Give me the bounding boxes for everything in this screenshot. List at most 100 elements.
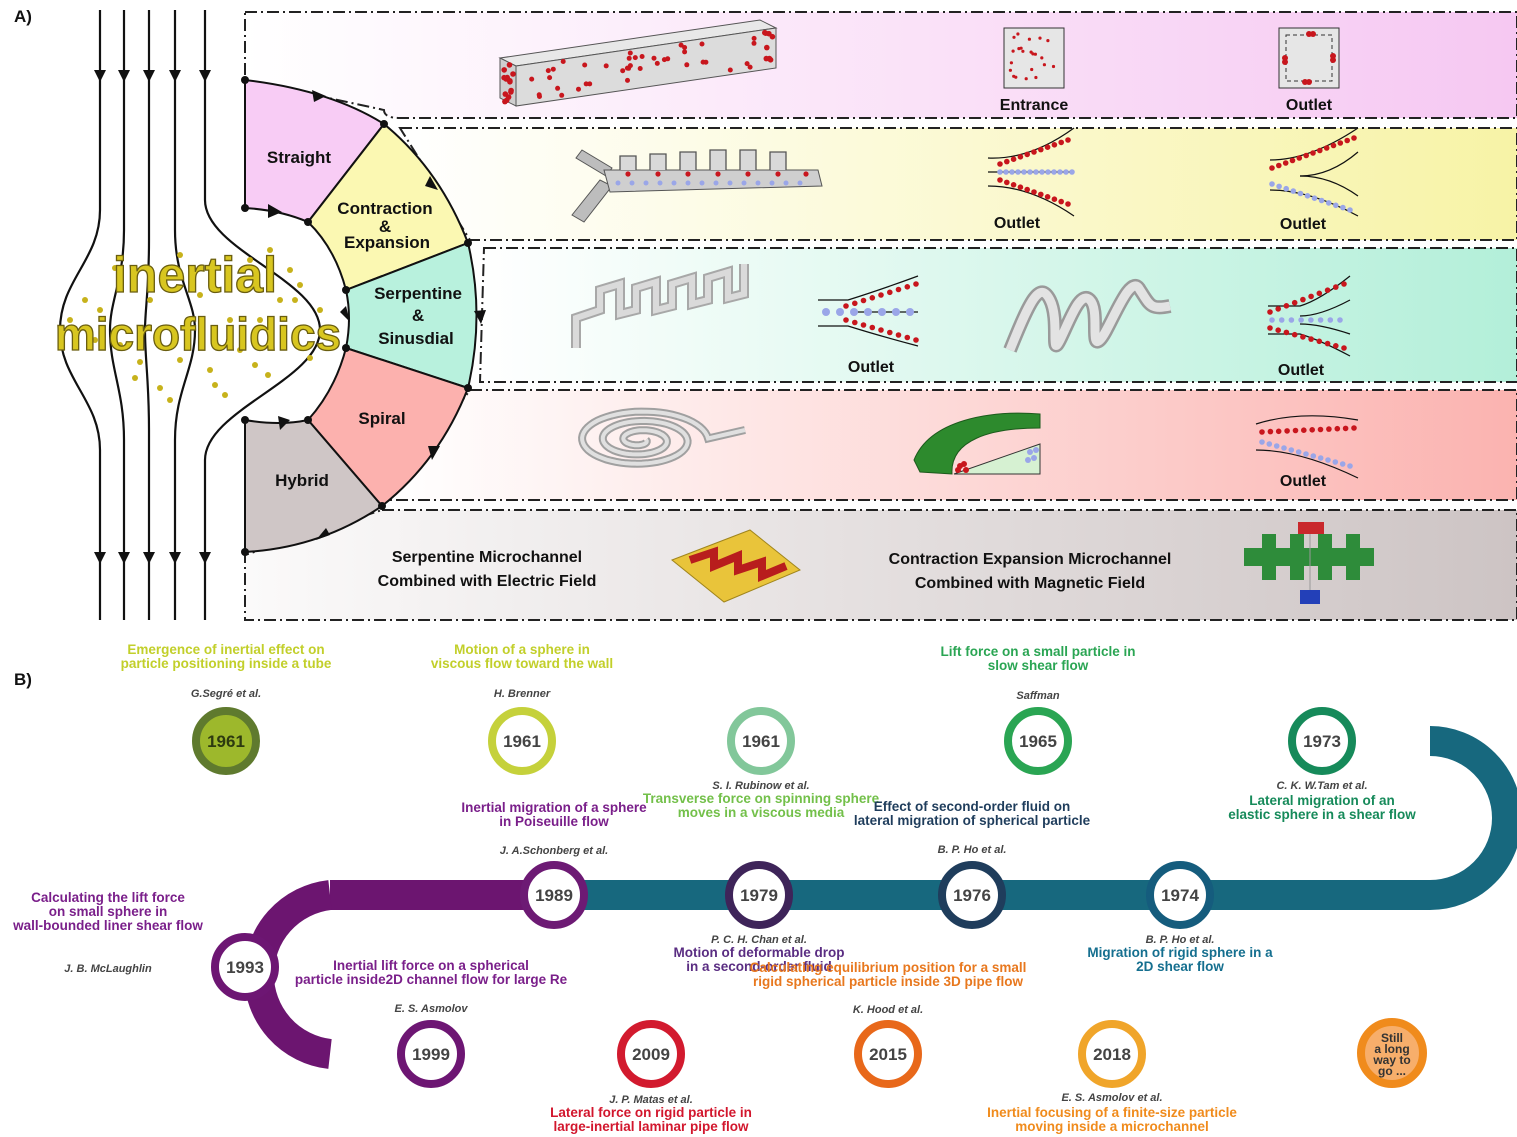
row3-label-outlet-1: Outlet bbox=[848, 359, 895, 376]
milestone-circle bbox=[617, 1020, 685, 1088]
hybrid-text-2-line1: Contraction Expansion Microchannel bbox=[889, 551, 1172, 568]
end-label-line3: way to bbox=[1372, 1053, 1410, 1067]
label-straight: Straight bbox=[267, 148, 332, 167]
milestone-author: S. I. Rubinow et al. bbox=[712, 780, 809, 792]
panel-a-label: A) bbox=[14, 7, 32, 26]
milestone-author: K. Hood et al. bbox=[853, 1004, 923, 1016]
entrance-cross-section bbox=[1003, 27, 1065, 89]
label-serpentine-3: Sinusdial bbox=[378, 329, 454, 348]
milestone-year: 1961 bbox=[207, 732, 245, 751]
row4-label-outlet: Outlet bbox=[1280, 473, 1327, 490]
milestone-author: J. B. McLaughlin bbox=[64, 963, 152, 975]
milestone-author: E. S. Asmolov et al. bbox=[1061, 1092, 1162, 1104]
milestone-title: Migration of rigid sphere in a bbox=[1087, 945, 1273, 960]
milestone-title: large-inertial laminar pipe flow bbox=[553, 1119, 749, 1134]
row1-label-outlet: Outlet bbox=[1286, 97, 1333, 114]
milestone-title: particle inside2D channel flow for large… bbox=[295, 972, 568, 987]
milestone-year: 1999 bbox=[412, 1045, 450, 1064]
spiral-outlet bbox=[1255, 415, 1359, 479]
row3-label-outlet-2: Outlet bbox=[1278, 362, 1325, 379]
hybrid-text-1: Serpentine Microchannel Combined with El… bbox=[378, 549, 597, 590]
milestone-title: Motion of a sphere in bbox=[454, 642, 590, 657]
milestone-year: 1974 bbox=[1161, 886, 1199, 905]
milestone-author: H. Brenner bbox=[494, 688, 551, 700]
milestone-author: E. S. Asmolov bbox=[395, 1003, 469, 1015]
flow-lines bbox=[58, 10, 322, 620]
contraction-outlet-1 bbox=[987, 127, 1075, 217]
milestone-author: J. P. Matas et al. bbox=[609, 1094, 693, 1106]
milestone-year: 1965 bbox=[1019, 732, 1057, 751]
row2-label-outlet-2: Outlet bbox=[1280, 216, 1327, 233]
milestone-title: Lift force on a small particle in bbox=[940, 644, 1135, 659]
gold-particles bbox=[67, 247, 323, 403]
milestone-title: Inertial lift force on a spherical bbox=[333, 958, 529, 973]
row2-label-outlet-1: Outlet bbox=[994, 215, 1041, 232]
milestone-author: P. C. H. Chan et al. bbox=[711, 934, 807, 946]
milestone-title: wall-bounded liner shear flow bbox=[12, 918, 203, 933]
milestone-title: Lateral migration of an bbox=[1249, 793, 1395, 808]
milestone-year: 2009 bbox=[632, 1045, 670, 1064]
milestone-circle bbox=[725, 861, 793, 929]
spiral-channel-illustration bbox=[578, 407, 746, 468]
serpentine-outlet-1 bbox=[818, 275, 919, 347]
milestone-year: 1989 bbox=[535, 886, 573, 905]
milestone-title: elastic sphere in a shear flow bbox=[1228, 807, 1416, 822]
milestone-title: viscous flow toward the wall bbox=[431, 656, 613, 671]
end-marker: Still a long way to go ... bbox=[1357, 1018, 1427, 1088]
category-labels: Straight Contraction & Expansion Serpent… bbox=[267, 148, 462, 490]
milestone-title: Calculating the lift force bbox=[31, 890, 185, 905]
milestone-circle bbox=[854, 1020, 922, 1088]
milestone-circle bbox=[1004, 707, 1072, 775]
milestone-circle bbox=[1078, 1020, 1146, 1088]
segment-serpentine bbox=[344, 241, 478, 390]
milestone-title: particle positioning inside a tube bbox=[121, 656, 332, 671]
end-label-line4: go ... bbox=[1378, 1064, 1406, 1078]
row1-label-entrance: Entrance bbox=[1000, 97, 1069, 114]
milestone-title: in Poiseuille flow bbox=[499, 814, 609, 829]
milestone-year: 1973 bbox=[1303, 732, 1341, 751]
milestone-author: B. P. Ho et al. bbox=[938, 844, 1007, 856]
milestone-title: Transverse force on spinning sphere bbox=[643, 791, 880, 806]
label-spiral: Spiral bbox=[358, 409, 405, 428]
milestone-title: Lateral force on rigid particle in bbox=[550, 1105, 752, 1120]
hybrid-text-2-line2: Combined with Magnetic Field bbox=[915, 575, 1145, 592]
milestone-title: rigid spherical particle inside 3D pipe … bbox=[753, 974, 1024, 989]
milestone-title: Inertial focusing of a finite-size parti… bbox=[987, 1105, 1237, 1120]
magnetic-field-chip bbox=[1244, 522, 1374, 604]
row-contraction bbox=[398, 127, 1517, 241]
milestone-circle bbox=[520, 861, 588, 929]
label-hybrid: Hybrid bbox=[275, 471, 329, 490]
label-contraction-3: Expansion bbox=[344, 233, 430, 252]
milestone-title: Motion of deformable drop bbox=[674, 945, 845, 960]
milestone-circle bbox=[727, 707, 795, 775]
milestone-year: 1961 bbox=[742, 732, 780, 751]
hybrid-text-1-line2: Combined with Electric Field bbox=[378, 573, 597, 590]
milestone-author: J. A.Schonberg et al. bbox=[500, 845, 608, 857]
label-contraction-2: & bbox=[379, 217, 391, 236]
milestone-year: 2018 bbox=[1093, 1045, 1131, 1064]
segment-hybrid bbox=[244, 418, 384, 554]
milestone-title: Inertial migration of a sphere bbox=[461, 800, 647, 815]
straight-channel-illustration bbox=[498, 19, 778, 107]
end-label-line1: Still bbox=[1381, 1031, 1403, 1045]
milestone-circle bbox=[1288, 707, 1356, 775]
milestone-title: in a second-order fluid bbox=[686, 959, 832, 974]
milestone-year: 1979 bbox=[740, 886, 778, 905]
center-title-line1: inertial bbox=[113, 247, 277, 303]
milestone-title: lateral migration of spherical particle bbox=[854, 813, 1091, 828]
milestone-title: Emergence of inertial effect on bbox=[127, 642, 324, 657]
milestone-author: G.Segré et al. bbox=[191, 688, 261, 700]
milestone-title: 2D shear flow bbox=[1136, 959, 1224, 974]
label-serpentine-1: Serpentine bbox=[374, 284, 462, 303]
